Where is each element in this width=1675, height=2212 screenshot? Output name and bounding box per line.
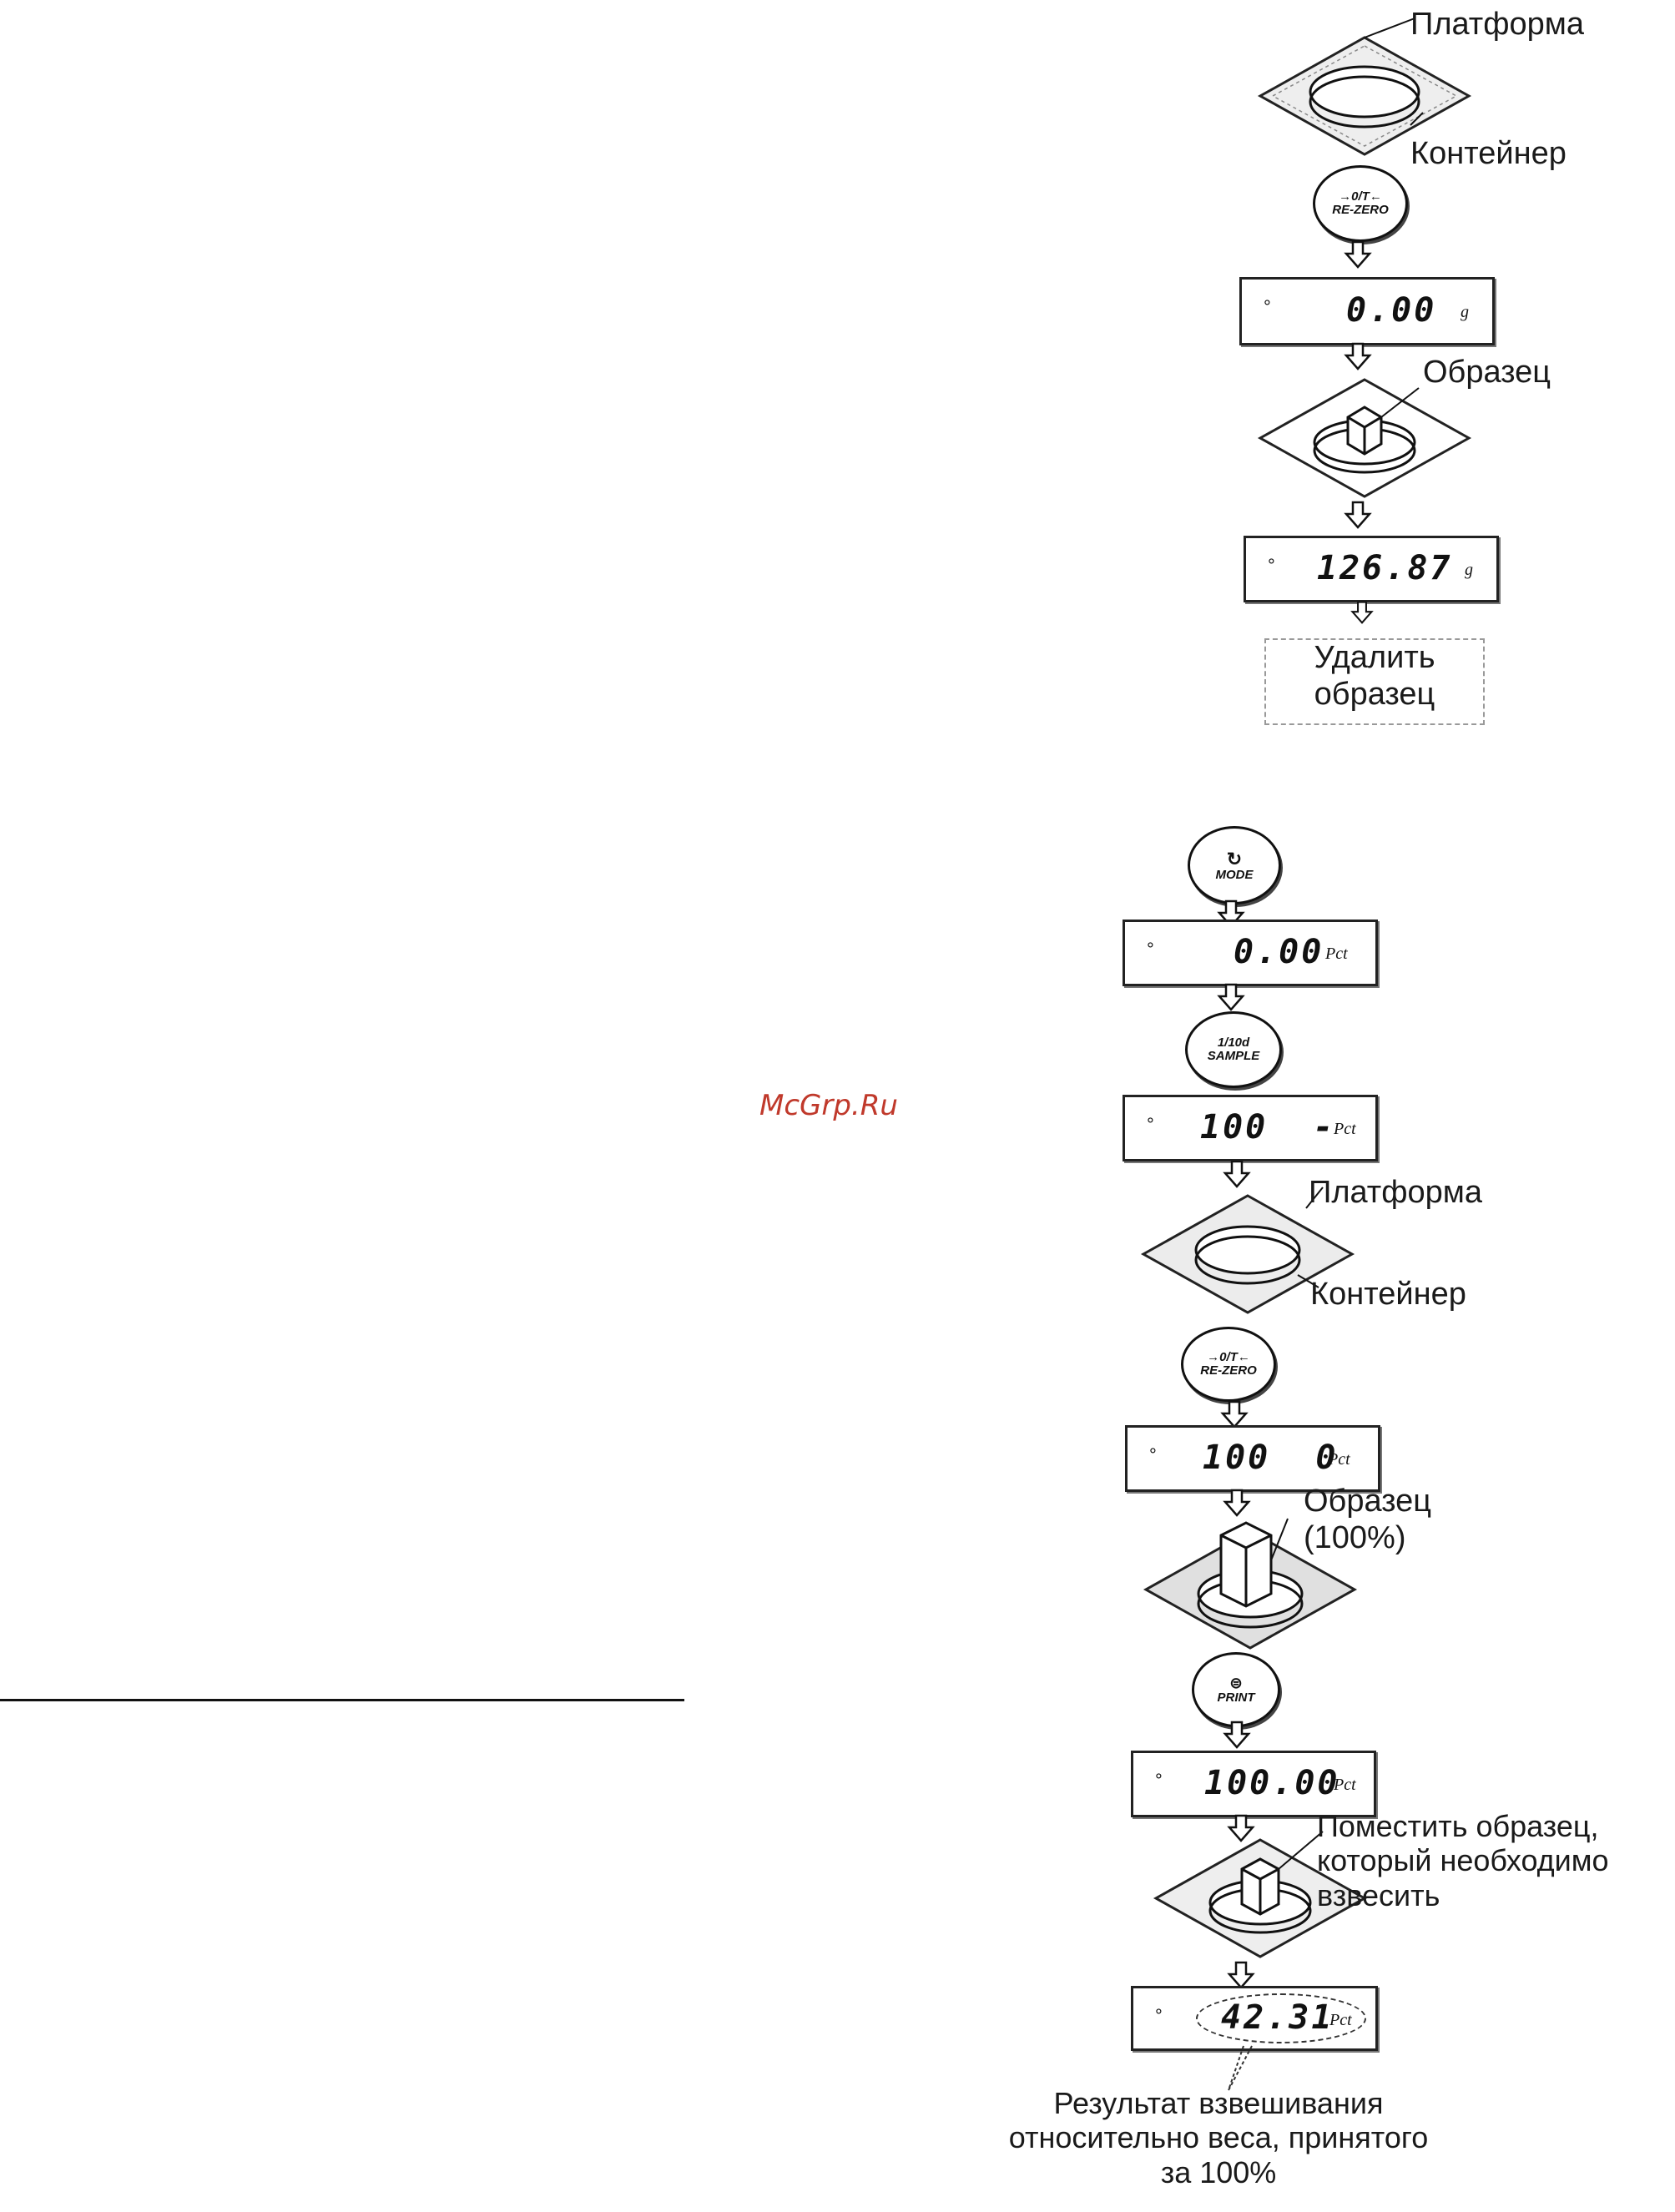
display-unit: Pct [1329,2011,1352,2029]
print-button-label: PRINT [1217,1690,1255,1705]
remove-sample-line1: Удалить [1314,640,1435,675]
result-caption-line3: за 100% [1160,2154,1277,2189]
result-caption-line1: Результат взвешивания [1053,2086,1384,2120]
reference-sample-line2: (100%) [1304,1519,1406,1555]
display-value: 100 - [1200,1108,1336,1146]
down-arrow-icon [1220,1400,1249,1428]
mode-cycle-icon: ↻ [1226,848,1243,869]
rezero-button[interactable]: →0/T← RE-ZERO [1181,1327,1276,1402]
down-arrow-icon [1223,1489,1251,1517]
print-button[interactable]: ⊜ PRINT [1192,1652,1280,1727]
rezero-button-line1: →0/T← [1207,1350,1250,1365]
display-value: 0.00 [1234,933,1324,971]
down-arrow-icon [1223,1721,1251,1749]
rezero-button[interactable]: →0/T← RE-ZERO [1313,165,1408,242]
print-icon: ⊜ [1229,1674,1243,1691]
rezero-button-line2: RE-ZERO [1332,203,1389,217]
mode-button-label: MODE [1215,867,1254,882]
place-sample-label: Поместить образец, который необходимо вз… [1317,1809,1609,1912]
percent-display-sample-count: ° 100 - Pct [1123,1095,1378,1161]
top-sample-label: Образец [1423,355,1551,390]
weight-display-sample: ° 126.87 g [1244,536,1499,602]
result-caption-line2: относительно веса, принятого [1008,2120,1429,2155]
display-value: 126.87 [1317,549,1453,587]
stable-indicator-icon: ° [1155,1770,1163,1791]
result-highlight-ellipse [1196,1993,1366,2043]
stable-indicator-icon: ° [1155,2005,1163,2026]
sample-button-line1: 1/10d [1217,1035,1250,1051]
percent-display-zero: ° 0.00 Pct [1123,920,1378,986]
platform-with-container-illustration [1257,18,1472,156]
result-caption: Результат взвешивания относительно веса,… [985,2086,1452,2189]
stable-indicator-icon: ° [1264,296,1271,317]
display-value: 0.00 [1346,291,1437,330]
display-unit: g [1461,303,1469,321]
top-container-label: Контейнер [1410,136,1567,171]
place-sample-line2: который необходимо [1317,1843,1609,1878]
down-arrow-icon [1227,1961,1255,1989]
down-arrow-icon [1344,342,1372,370]
down-arrow-icon [1344,240,1372,269]
display-value: 42.31 [1221,1998,1334,2037]
rezero-button-line1: →0/T← [1339,189,1382,204]
down-arrow-icon [1217,983,1245,1011]
platform-with-sample-illustration [1257,378,1472,498]
remove-sample-line2: образец [1314,676,1435,712]
stable-indicator-icon: ° [1147,1114,1154,1135]
down-arrow-icon [1223,1160,1251,1188]
place-sample-line3: взвесить [1317,1877,1440,1912]
down-arrow-icon [1344,501,1372,529]
top-platform-label: Платформа [1410,7,1584,42]
percent-display-reference: ° 100.00 Pct [1131,1751,1376,1817]
sample-button[interactable]: 1/10d SAMPLE [1185,1011,1282,1088]
reference-sample-line1: Образец [1304,1484,1432,1519]
stable-indicator-icon: ° [1268,555,1275,576]
sample-button-line2: SAMPLE [1207,1049,1260,1063]
rezero-button-line2: RE-ZERO [1200,1363,1257,1378]
display-unit: Pct [1325,945,1348,963]
bottom-platform-label: Платформа [1309,1175,1482,1210]
percent-display-result: ° 42.31 Pct [1131,1986,1378,2051]
mode-button[interactable]: ↻ MODE [1188,826,1281,904]
display-unit: Pct [1334,1120,1356,1138]
watermark: McGrp.Ru [759,1089,898,1122]
stable-indicator-icon: ° [1149,1444,1157,1465]
remove-sample-box: Удалить образец [1264,638,1485,725]
platform-with-container-illustration [1140,1187,1355,1314]
percent-display-tared: ° 100 0 Pct [1125,1425,1380,1492]
display-value: 100 0 [1203,1439,1339,1477]
down-arrow-icon [1350,601,1374,624]
down-arrow-icon [1227,1814,1255,1842]
place-sample-line1: Поместить образец, [1317,1809,1599,1843]
bottom-container-label: Контейнер [1310,1277,1466,1312]
display-unit: Pct [1328,1450,1350,1469]
display-value: 100.00 [1204,1764,1340,1802]
reference-sample-label: Образец (100%) [1304,1484,1431,1556]
weight-display-zero: ° 0.00 g [1239,277,1495,345]
platform-with-reference-sample-illustration [1143,1518,1358,1650]
stable-indicator-icon: ° [1147,939,1154,960]
display-unit: Pct [1334,1776,1356,1794]
callout-pointer [1228,2045,1253,2091]
section-divider [0,1699,684,1701]
display-unit: g [1465,561,1473,579]
platform-with-test-sample-illustration [1153,1831,1368,1958]
